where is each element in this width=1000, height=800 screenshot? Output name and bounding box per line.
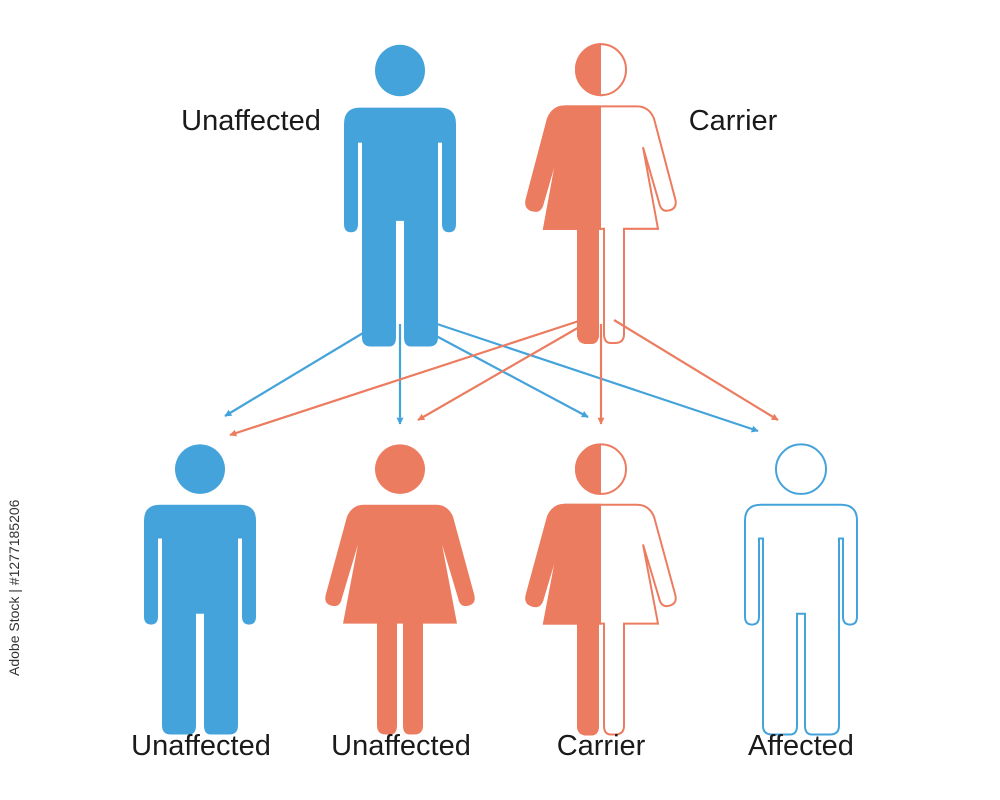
male-figure-icon [744,443,858,736]
male-figure-icon [344,44,456,347]
mother-arrows [229,318,779,437]
child-son-affected [744,443,858,736]
father-label: Unaffected [181,105,321,137]
mother-figure [525,43,677,345]
mother-label: Carrier [689,105,778,137]
father-arrows [224,318,759,433]
child-label-2: Unaffected [331,730,471,762]
male-figure-icon [144,444,256,735]
child-son-unaffected [144,444,256,735]
arrow-mother-to-daughter [417,321,589,421]
female-figure-icon [325,444,475,735]
arrow-mother-to-son [229,318,583,437]
female-figure-icon [525,43,677,345]
arrow-father-to-affected-son [424,318,759,433]
child-daughter-carrier [525,443,677,736]
child-label-4: Affected [748,730,854,762]
arrow-mother-to-affected-son [613,319,779,421]
female-figure-icon [525,443,677,736]
stock-watermark-text: Adobe Stock | #1277185206 [6,499,22,676]
arrow-father-to-carrier-daughter [409,321,589,418]
child-label-1: Unaffected [131,730,271,762]
child-label-3: Carrier [557,730,646,762]
arrow-father-to-son [224,323,379,417]
father-figure [344,44,456,347]
child-daughter-unaffected [325,444,475,735]
